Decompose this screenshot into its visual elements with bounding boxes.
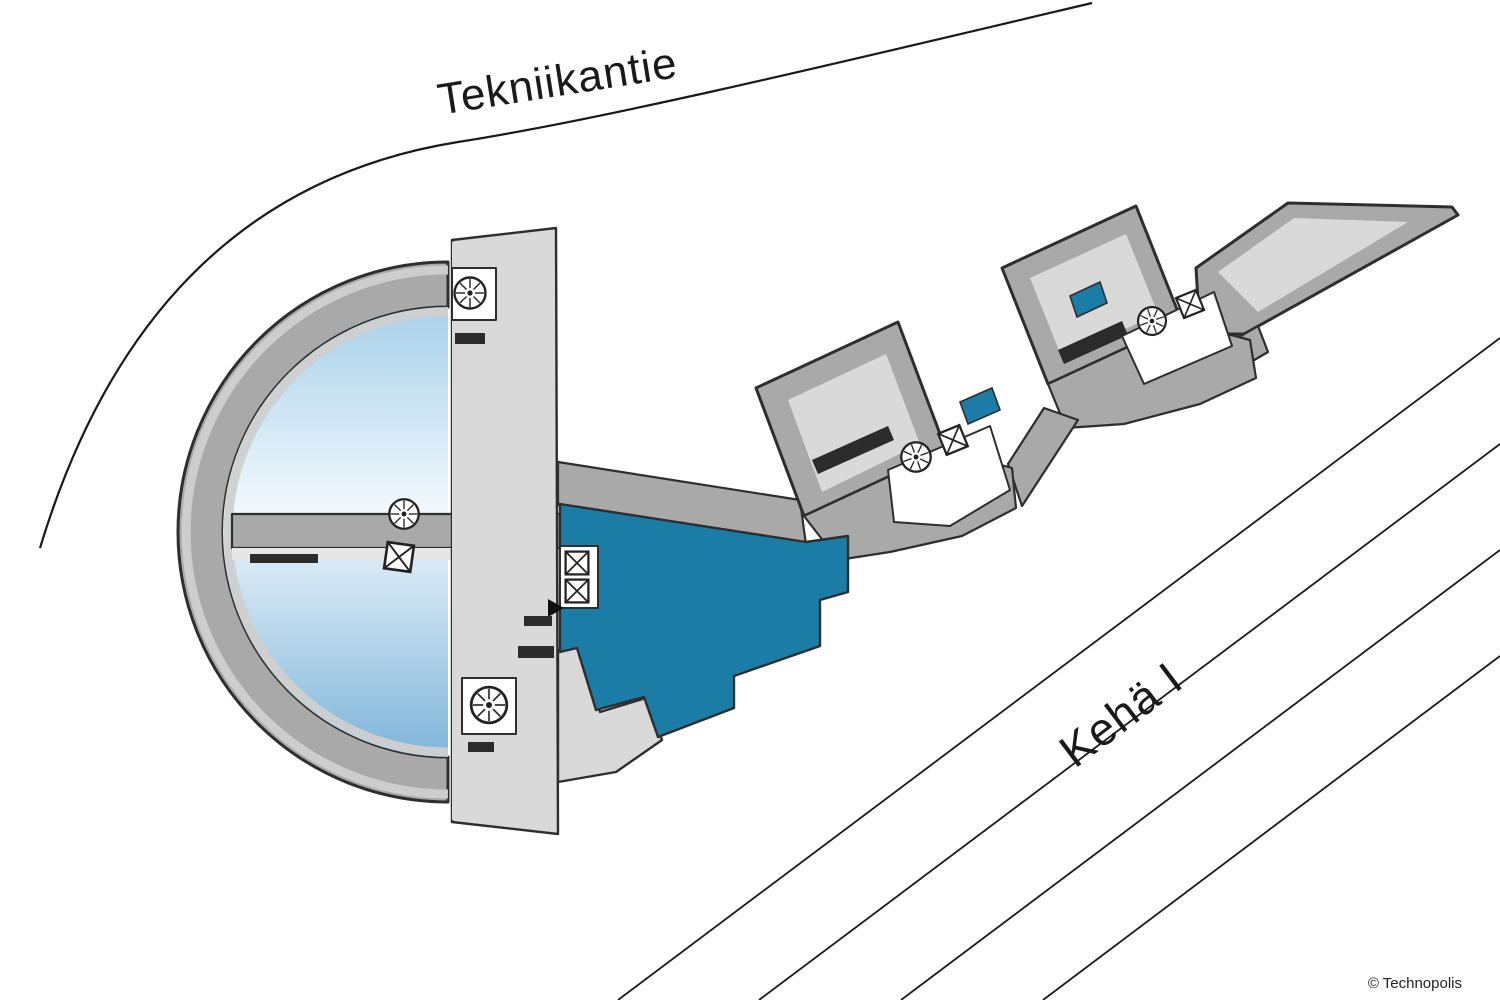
stairs-icon <box>469 685 509 725</box>
wall-detail <box>468 742 494 752</box>
building-complex <box>176 201 1460 836</box>
highlighted-floor-area[interactable] <box>558 502 850 739</box>
pointed-wing <box>1194 201 1460 336</box>
keha-label: Kehä I <box>1050 652 1192 777</box>
wall-detail <box>518 646 554 658</box>
wall-detail <box>455 333 485 344</box>
stairs-icon <box>388 498 420 530</box>
wall-detail <box>524 616 552 626</box>
elevator-icon <box>564 578 590 604</box>
keha-lane-line <box>900 549 1500 1000</box>
keha-lane-line <box>617 337 1500 1000</box>
elevator-icon <box>382 540 416 574</box>
stairs-icon <box>453 276 487 310</box>
highlight-patch <box>1069 280 1108 319</box>
spine-corridor-2 <box>1006 406 1080 508</box>
wing-b <box>754 320 1018 562</box>
pointed-wing-floor <box>1218 218 1408 312</box>
entrance-arrow-icon <box>548 599 564 617</box>
copyright-notice: © Technopolis <box>1368 975 1462 992</box>
keha-lane-line <box>758 443 1500 1000</box>
corridor-wall-detail <box>250 554 318 563</box>
elevator-icon <box>564 550 590 576</box>
fan-outer-walkway <box>181 265 449 799</box>
wing-c-wall-detail <box>1058 321 1128 364</box>
tekniikantie-road-line <box>38 1 1093 549</box>
keha-lane-line <box>1042 655 1500 1000</box>
wing-b-wall-detail <box>812 426 894 474</box>
highlight-patch <box>958 386 1002 426</box>
keha-road-lines <box>617 337 1500 1000</box>
tekniikantie-label: Tekniikantie <box>434 38 681 124</box>
atrium-rim-walkway <box>223 307 449 757</box>
wing-b-lobby <box>887 425 1011 527</box>
wing-c <box>1000 204 1258 430</box>
